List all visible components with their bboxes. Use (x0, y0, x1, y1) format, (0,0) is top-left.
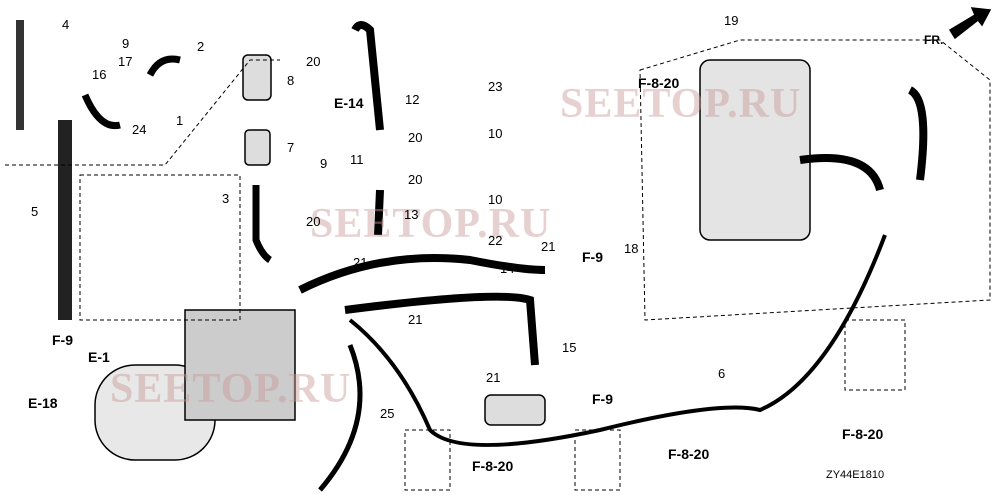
part-label: 15 (562, 340, 577, 355)
filter-8 (242, 54, 272, 101)
part-label: 25 (380, 406, 395, 421)
carburetor (184, 309, 296, 421)
reference-link[interactable]: F-8-20 (668, 446, 710, 462)
part-label: 20 (408, 130, 423, 145)
part-label: 9 (320, 156, 328, 171)
part-label: 18 (624, 241, 639, 256)
reference-link[interactable]: F-9 (52, 332, 73, 348)
hose-right-2 (907, 86, 928, 181)
reference-link[interactable]: F-9 (592, 391, 613, 407)
part-label: 21 (486, 370, 501, 385)
watermark: SEETOP.RU (110, 366, 352, 412)
part-label: 14 (500, 261, 515, 276)
part-label: 24 (132, 122, 147, 137)
part-label: 20 (306, 214, 321, 229)
tube-25 (318, 344, 363, 492)
part-label: 17 (118, 54, 133, 69)
part-label: 21 (541, 239, 556, 254)
filter-7 (244, 129, 271, 166)
part-label: 20 (306, 54, 321, 69)
bracket-mount (484, 394, 546, 426)
reference-link[interactable]: F-8-20 (638, 75, 680, 91)
part-label: 20 (408, 172, 423, 187)
hose-2 (146, 55, 181, 77)
hose-3 (252, 185, 273, 263)
hose-14 (298, 254, 546, 294)
watermark: SEETOP.RU (310, 201, 552, 247)
group-outline-right (639, 39, 991, 321)
part-label: 4 (62, 17, 70, 32)
pipe-6 (348, 234, 887, 447)
part-label: 2 (197, 39, 205, 54)
group-outline-clip2 (574, 429, 621, 491)
hose-13 (374, 189, 384, 236)
reference-link[interactable]: E-18 (28, 395, 58, 411)
part-label: 6 (718, 366, 726, 381)
part-label: 7 (287, 140, 295, 155)
group-outline-left (79, 174, 241, 321)
reference-link[interactable]: E-14 (334, 95, 364, 111)
part-label: 13 (404, 207, 419, 222)
part-label: 1 (176, 113, 184, 128)
hose-15 (344, 292, 539, 366)
hose-12 (351, 21, 384, 131)
group-outline-clip1 (404, 429, 451, 491)
hose-right (799, 154, 884, 192)
part-label: 8 (287, 73, 295, 88)
part-label: 23 (488, 79, 503, 94)
direction-label: FR. (924, 33, 944, 47)
group-outline-top (5, 59, 280, 166)
reference-link[interactable]: F-8-20 (842, 426, 884, 442)
part-label: 3 (222, 191, 230, 206)
vapor-separator (699, 59, 811, 241)
part-label: 22 (488, 233, 503, 248)
diagram-code: ZY44E1810 (826, 469, 885, 481)
part-label: 16 (92, 67, 107, 82)
group-outline-clip3 (844, 319, 906, 391)
hose-24 (81, 93, 121, 130)
watermark: SEETOP.RU (560, 81, 802, 127)
reference-link[interactable]: E-1 (88, 349, 110, 365)
fr-arrow (948, 7, 992, 40)
part-label: 19 (724, 13, 739, 28)
part-label: 21 (408, 312, 423, 327)
part-label: 21 (353, 255, 368, 270)
part-label: 10 (488, 192, 503, 207)
reference-link[interactable]: F-9 (582, 249, 603, 265)
part-label: 9 (122, 36, 130, 51)
reference-link[interactable]: F-8-20 (472, 458, 514, 474)
part-label: 5 (31, 204, 39, 219)
part-label: 12 (405, 92, 420, 107)
part-label: 11 (350, 152, 364, 167)
part-label: 10 (488, 126, 503, 141)
